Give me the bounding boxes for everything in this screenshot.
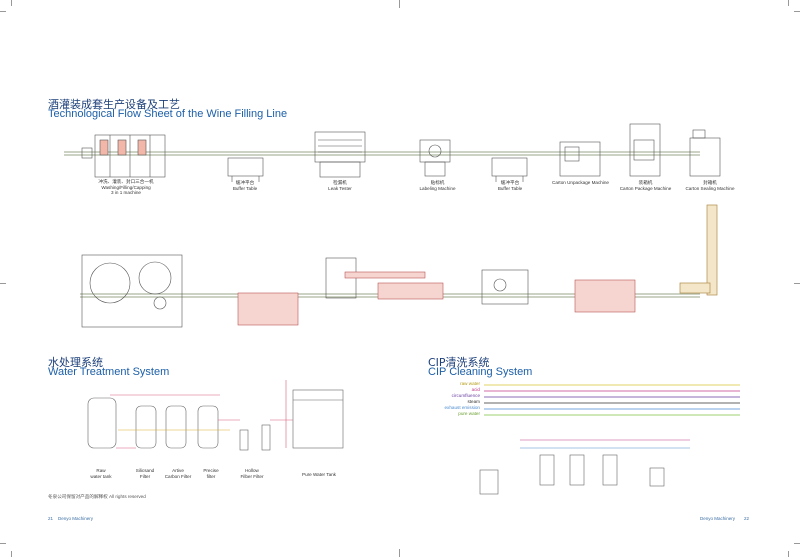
legend-label: acid [471,387,480,392]
legend-label: exhaust emission [444,405,481,410]
water-title-en: Water Treatment System [48,366,170,378]
legend-label: raw water [460,381,480,386]
machine-label: 装箱机 Carton Package Machine [619,180,672,191]
legend-label: pure water [458,411,480,416]
wine-line-title-en: Technological Flow Sheet of the Wine Fil… [48,108,288,120]
brand-left: Denyo Machinery [58,516,94,521]
machine-label: 检漏机 Leak Tester [328,180,352,191]
page-number-left: 21 [48,516,54,521]
brand-right: Denyo Machinery [700,516,736,521]
page-number-right: 22 [744,516,750,521]
water-unit-label: Pure Water Tank [302,472,336,477]
machine-label: Carton Unpackage Machine [552,180,609,185]
machine-label: 缓冲平台 Buffer Table [232,180,258,191]
cip-title-en: CIP Cleaning System [428,366,533,378]
water-title-cn: 水处理系统 [48,356,103,369]
cip-title-cn: CIP清洗系统 [428,356,490,369]
machine-label: 贴标机 Labeling Machine [419,180,456,191]
legend-label: steam [467,399,480,404]
wine-line-title-cn: 酒灌装成套生产设备及工艺 [48,98,180,111]
machine-label: 封箱机 Carton Sealing Machine [685,180,735,191]
machine-label: 冲洗、灌装、封口三合一机 Washing/Filling/Capping 3 i… [98,179,154,195]
legend-label: circumfluence [451,393,480,398]
rights-note: 冬泉公司保留对产品的解释权 All rights reserved [48,494,146,499]
machine-label: 缓冲平台 Buffer Table [497,180,523,191]
